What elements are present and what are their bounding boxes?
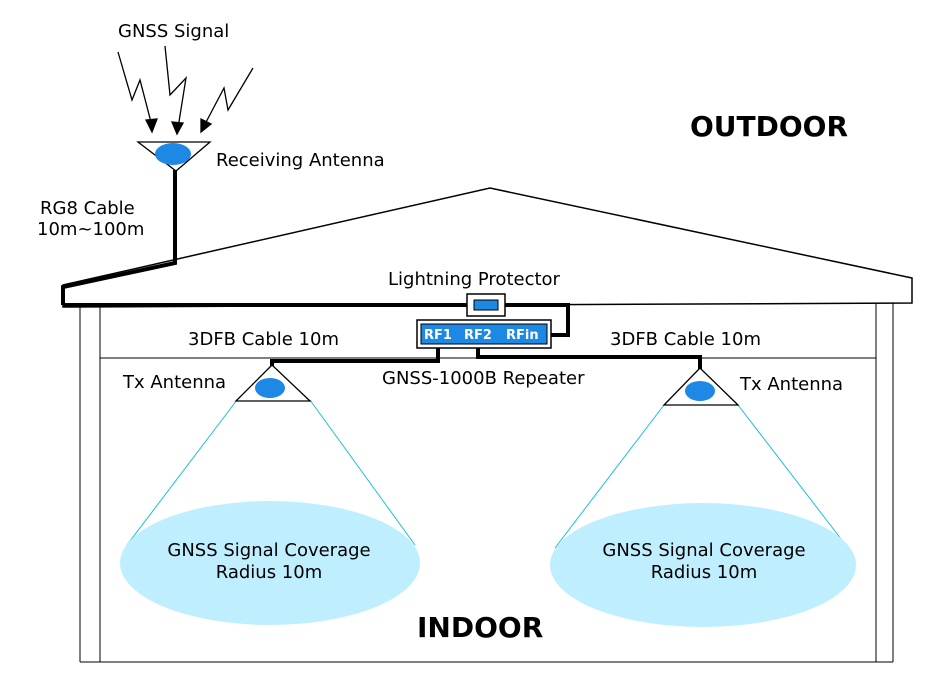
port-rf1: RF1 (424, 328, 452, 343)
repeater-unit: RF1 RF2 RFin (416, 319, 552, 349)
coverage-right-label: GNSS Signal Coverage (602, 540, 805, 561)
tx-antenna-right-label: Tx Antenna (739, 374, 843, 395)
receiving-antenna (136, 141, 212, 172)
signal-arrow-middle (164, 45, 187, 129)
repeater-ports-panel (420, 323, 548, 345)
lightning-protector (466, 293, 506, 317)
lightning-protector-icon (473, 299, 499, 311)
indoor-label: INDOOR (417, 611, 543, 644)
coverage-beams (126, 399, 849, 549)
coverage-area-right (550, 503, 856, 627)
tx-antenna-left-label: Tx Antenna (122, 372, 226, 393)
tx-antenna-left (234, 364, 312, 402)
gnss-signal-arrows (117, 45, 254, 136)
coverage-left-label: GNSS Signal Coverage (167, 540, 370, 561)
port-rf2: RF2 (464, 328, 492, 343)
coverage-left-radius: Radius 10m (216, 562, 323, 583)
coverage-right-radius: Radius 10m (651, 562, 758, 583)
gnss-signal-label: GNSS Signal (118, 21, 229, 42)
rg8-cable-label: RG8 Cable (40, 198, 135, 219)
signal-arrow-right (203, 67, 254, 127)
rg8-cable (61, 170, 177, 305)
cable-right-label: 3DFB Cable 10m (610, 329, 761, 350)
signal-arrow-left (117, 51, 153, 127)
rg8-cable-length-label: 10m~100m (37, 219, 144, 240)
rf2-cable (476, 344, 702, 371)
tx-antenna-right (662, 367, 740, 406)
outdoor-label: OUTDOOR (690, 110, 848, 143)
cable-left-label: 3DFB Cable 10m (188, 329, 339, 350)
lightning-protector-label: Lightning Protector (388, 269, 561, 290)
protector-to-rfin-cable (502, 303, 570, 337)
receiving-antenna-label: Receiving Antenna (216, 150, 385, 171)
port-rfin: RFin (506, 328, 539, 343)
repeater-label: GNSS-1000B Repeater (382, 368, 585, 389)
coverage-area-left (120, 501, 420, 625)
